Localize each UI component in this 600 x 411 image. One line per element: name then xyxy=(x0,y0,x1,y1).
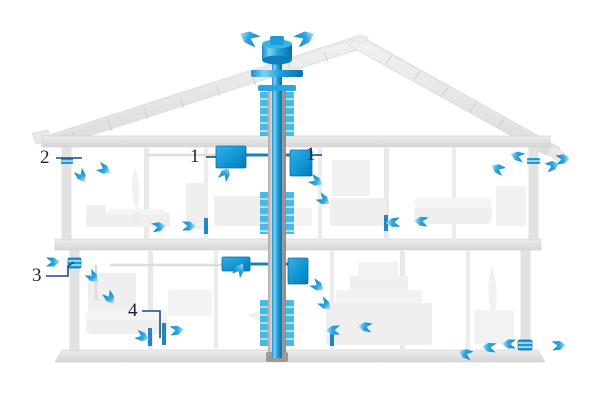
label-4: 4 xyxy=(128,300,138,321)
attic-floor-slab xyxy=(41,135,551,148)
label-1-left: 1 xyxy=(190,146,200,167)
label-1-right: 1 xyxy=(306,144,316,165)
fan-unit-right-upper[interactable] xyxy=(289,149,313,177)
vent-left-upper[interactable] xyxy=(61,158,73,164)
ground-floor-slab xyxy=(54,349,546,363)
central-ventilation-shaft xyxy=(251,36,303,362)
upper-floor-slab xyxy=(54,238,542,251)
label-leader-lines xyxy=(46,154,322,338)
doorway-grilles xyxy=(148,215,388,346)
furniture-upper xyxy=(86,160,526,229)
vent-right-lower[interactable] xyxy=(517,339,533,351)
label-3: 3 xyxy=(32,265,42,286)
leader-4 xyxy=(142,310,161,338)
label-2: 2 xyxy=(40,147,50,168)
leader-3 xyxy=(46,261,75,277)
fan-unit-right-lower[interactable] xyxy=(287,257,309,285)
fan-unit-left-upper[interactable] xyxy=(215,145,247,169)
roof xyxy=(31,35,569,165)
vent-right-upper[interactable] xyxy=(527,158,540,164)
vent-left-lower[interactable] xyxy=(67,257,82,269)
